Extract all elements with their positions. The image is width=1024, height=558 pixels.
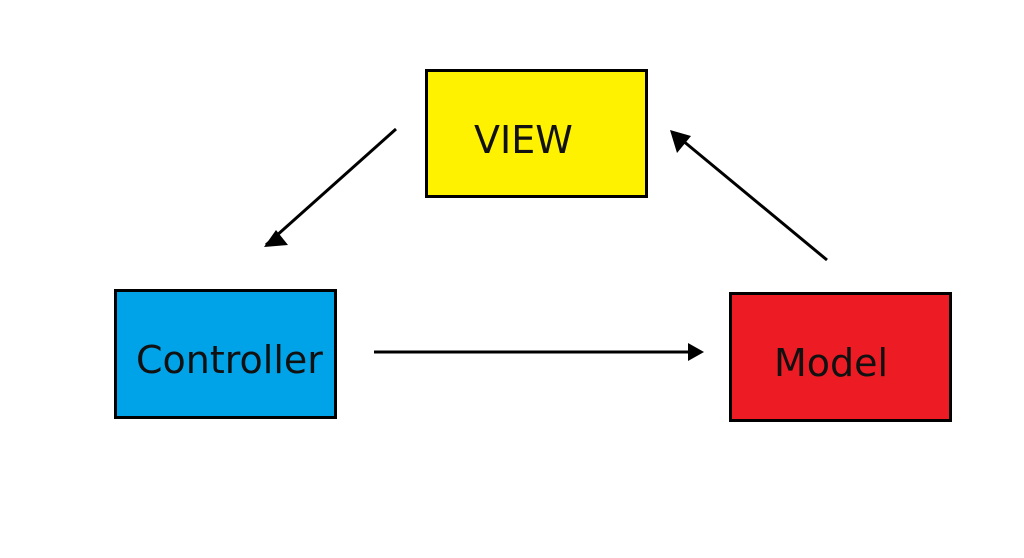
model-label: Model (774, 341, 889, 385)
arrow-model-to-view (670, 130, 828, 262)
arrowhead-model-to-view (670, 130, 691, 153)
arrow-controller-to-model (374, 343, 704, 361)
view-label: VIEW (474, 117, 573, 162)
arrowhead-view-to-controller (264, 230, 288, 247)
controller-label: Controller (136, 338, 323, 382)
model-box: Model (729, 292, 952, 422)
arrow-view-to-controller (264, 127, 397, 247)
view-box: VIEW (425, 69, 648, 198)
controller-box: Controller (114, 289, 337, 419)
arrowhead-controller-to-model (688, 343, 704, 361)
